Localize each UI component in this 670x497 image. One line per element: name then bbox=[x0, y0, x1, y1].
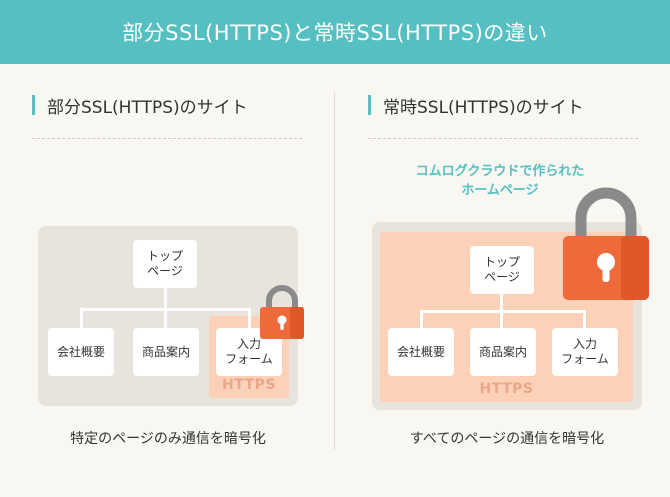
right-connector-1 bbox=[420, 310, 423, 328]
right-caption: すべてのページの通信を暗号化 bbox=[409, 431, 605, 447]
left-title-separator bbox=[32, 138, 302, 139]
right-panel-title-text: 常時SSL(HTTPS)のサイト bbox=[383, 97, 584, 118]
panel-divider bbox=[334, 92, 335, 450]
platform-note-line-2: ホームページ bbox=[461, 183, 539, 198]
left-https-label: HTTPS bbox=[222, 377, 276, 393]
left-node-products: 商品案内 bbox=[133, 328, 199, 376]
right-connector-trunk bbox=[500, 294, 503, 312]
right-node-form: 入力 フォーム bbox=[552, 328, 618, 376]
right-node-company: 会社概要 bbox=[388, 328, 454, 376]
right-title-separator bbox=[368, 138, 638, 139]
platform-note: コムログクラウドで作られた ホームページ bbox=[390, 162, 610, 200]
platform-note-line-1: コムログクラウドで作られた bbox=[415, 164, 585, 179]
left-connector-3 bbox=[248, 308, 251, 328]
right-connector-3 bbox=[583, 310, 586, 328]
header-banner: 部分SSL(HTTPS)と常時SSL(HTTPS)の違い bbox=[0, 0, 670, 64]
right-https-label: HTTPS bbox=[479, 381, 534, 397]
left-connector-2 bbox=[164, 308, 167, 328]
left-node-top-page: トップ ページ bbox=[133, 240, 197, 288]
left-caption: 特定のページのみ通信を暗号化 bbox=[70, 431, 266, 447]
title-accent-bar bbox=[32, 95, 35, 115]
left-panel-title: 部分SSL(HTTPS)のサイト bbox=[32, 93, 248, 118]
left-panel-title-text: 部分SSL(HTTPS)のサイト bbox=[47, 97, 248, 118]
left-padlock-icon bbox=[260, 285, 304, 339]
right-node-top-page: トップ ページ bbox=[470, 246, 534, 294]
right-connector-horizontal bbox=[420, 310, 586, 313]
left-connector-trunk bbox=[164, 287, 167, 310]
right-padlock-icon bbox=[563, 187, 649, 300]
left-connector-1 bbox=[80, 308, 83, 328]
right-connector-2 bbox=[500, 310, 503, 328]
page-title: 部分SSL(HTTPS)と常時SSL(HTTPS)の違い bbox=[122, 21, 548, 45]
title-accent-bar bbox=[368, 95, 371, 115]
left-node-company: 会社概要 bbox=[48, 328, 114, 376]
right-panel-title: 常時SSL(HTTPS)のサイト bbox=[368, 93, 584, 118]
right-node-products: 商品案内 bbox=[470, 328, 536, 376]
